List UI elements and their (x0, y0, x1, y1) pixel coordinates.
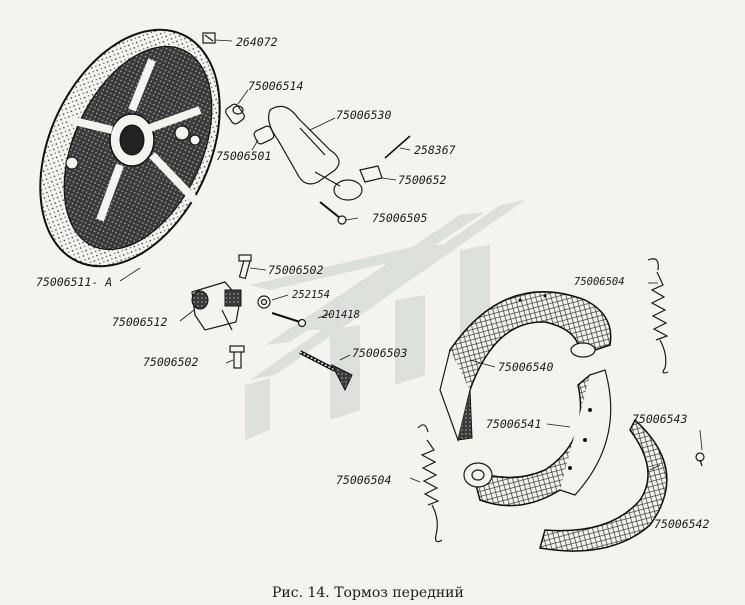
label-252154: 252154 (292, 289, 330, 301)
spring-75006504-right (647, 258, 669, 374)
label-75006501: 75006501 (216, 149, 271, 163)
label-75006541: 75006541 (486, 417, 541, 431)
adjuster-75006503 (299, 350, 353, 392)
screw-75006502-low (229, 345, 245, 369)
bushing-75006514 (225, 103, 245, 125)
label-75006530: 75006530 (336, 108, 391, 122)
label-75006512: 75006512 (112, 315, 167, 329)
label-75006514: 75006514 (248, 79, 303, 93)
label-75006542: 75006542 (654, 517, 709, 531)
bolt-201418 (271, 312, 307, 328)
screw-75006505 (319, 201, 347, 225)
label-7500652: 7500652 (398, 173, 447, 187)
label-75006511-a: 75006511- A (36, 275, 112, 289)
figure-caption: Рис. 14. Тормоз передний (272, 585, 464, 601)
watermark-logo (245, 200, 525, 440)
backing-plate (39, 28, 221, 268)
brake-lining-75006542 (539, 418, 668, 552)
label-75006502-top: 75006502 (268, 263, 323, 277)
spring-75006504-left (417, 424, 443, 543)
label-75006543: 75006543 (632, 412, 687, 426)
screw-75006502-top (238, 254, 252, 280)
washer-252154 (257, 295, 271, 309)
brake-shoe-75006540 (439, 291, 612, 443)
label-201418: 201418 (322, 309, 360, 321)
label-75006504-right: 75006504 (574, 276, 625, 288)
leader-lines (119, 89, 703, 483)
bolt-264072 (202, 32, 233, 44)
brake-lever-75006530 (268, 105, 363, 201)
label-75006540: 75006540 (498, 360, 553, 374)
label-75006503: 75006503 (352, 346, 407, 360)
label-264072: 264072 (236, 35, 278, 49)
wheel-cylinder-75006512 (179, 281, 242, 331)
label-258367: 258367 (414, 143, 456, 157)
label-75006504-left: 75006504 (336, 473, 391, 487)
label-75006502-low: 75006502 (143, 355, 198, 369)
label-75006505: 75006505 (372, 211, 427, 225)
clip-7500652 (359, 165, 397, 183)
rivet-75006543 (695, 452, 705, 467)
brake-shoe-75006541 (463, 369, 612, 507)
pin-258367 (384, 135, 411, 159)
